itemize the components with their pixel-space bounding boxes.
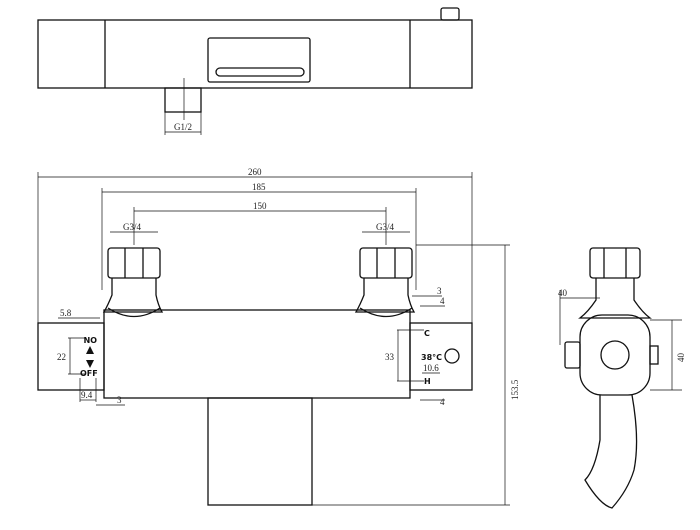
front-view: 260 185 150 G3/4 G3/4 5.8 22 xyxy=(37,167,520,506)
off-label: OFF xyxy=(80,369,98,378)
top-view: G1/2 xyxy=(37,7,473,135)
right-thread-label: G3/4 xyxy=(376,222,395,232)
up-arrow-icon xyxy=(86,346,94,354)
temp-knob xyxy=(444,348,460,364)
dim-10-6: 10.6 xyxy=(423,363,439,373)
down-arrow-icon xyxy=(86,360,94,368)
on-label: ON xyxy=(84,335,98,344)
dim-260: 260 xyxy=(248,167,262,177)
left-thread-label: G3/4 xyxy=(123,222,142,232)
dim-40-depth: 40 xyxy=(558,288,568,298)
dim-5-8: 5.8 xyxy=(60,308,72,318)
dim-4-bottom: 4 xyxy=(440,397,445,407)
dim-3-left: 3 xyxy=(117,395,122,405)
dim-33: 33 xyxy=(385,352,395,362)
cold-label: C xyxy=(424,329,430,338)
dim-4-top: 4 xyxy=(440,296,445,306)
dim-9-4: 9.4 xyxy=(81,390,93,400)
side-view: 40 40 xyxy=(558,247,686,509)
dim-150: 150 xyxy=(253,201,267,211)
temp-label: 38°C xyxy=(421,353,442,362)
outlet-thread-label: G1/2 xyxy=(174,122,192,132)
dim-22: 22 xyxy=(57,352,66,362)
dim-40-height: 40 xyxy=(676,353,686,363)
dim-153-5: 153.5 xyxy=(510,379,520,400)
dim-185: 185 xyxy=(252,182,266,192)
dim-3-right: 3 xyxy=(437,286,442,296)
hot-label: H xyxy=(424,377,431,386)
